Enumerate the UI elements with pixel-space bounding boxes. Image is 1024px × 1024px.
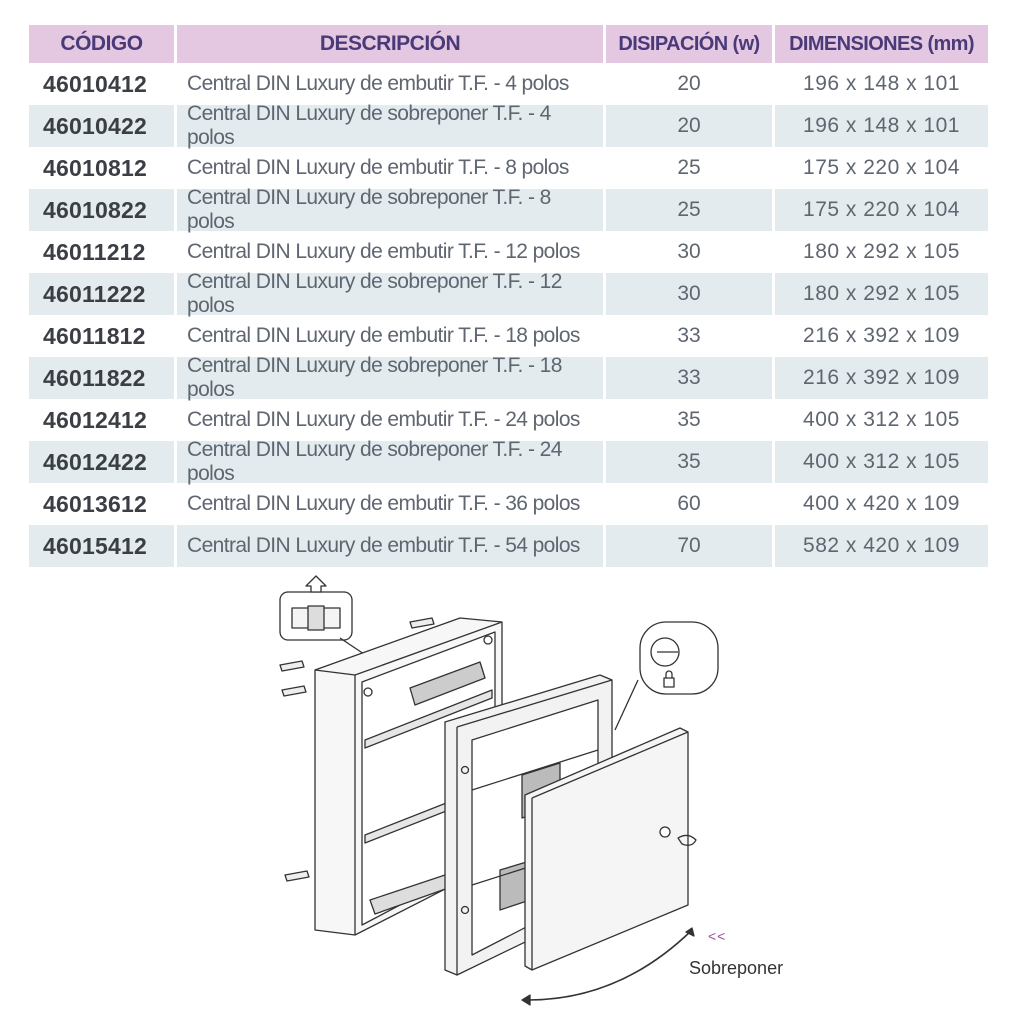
cell-description: Central DIN Luxury de sobreponer T.F. - … <box>177 270 603 317</box>
cell-code: 46010822 <box>29 189 174 231</box>
clip-detail-icon <box>279 575 386 669</box>
direction-mark: << <box>708 928 727 944</box>
cell-dimensions: 216 x 392 x 109 <box>803 324 960 347</box>
rotation-arrow <box>521 927 695 1006</box>
sobreponer-caption: Sobreponer <box>689 958 784 978</box>
table-row: 46010412 Central DIN Luxury de embutir T.… <box>29 63 988 105</box>
cell-description: Central DIN Luxury de embutir T.F. - 36 … <box>187 492 580 515</box>
cell-code: 46011812 <box>43 322 146 349</box>
table-row: 46012412 Central DIN Luxury de embutir T.… <box>29 399 988 441</box>
cell-dissipation: 60 <box>677 492 701 515</box>
cell-dissipation: 30 <box>677 240 701 263</box>
cell-dimensions: 175 x 220 x 104 <box>775 189 988 231</box>
header-dimensiones: DIMENSIONES (mm) <box>775 25 988 63</box>
table-row: 46011812 Central DIN Luxury de embutir T.… <box>29 315 988 357</box>
cell-description: Central DIN Luxury de sobreponer T.F. - … <box>177 438 603 485</box>
cell-dimensions: 400 x 420 x 109 <box>803 492 960 515</box>
cell-dimensions: 175 x 220 x 104 <box>803 156 960 179</box>
cell-dissipation: 20 <box>677 72 701 95</box>
cell-description: Central DIN Luxury de embutir T.F. - 18 … <box>187 324 580 347</box>
table-header: CÓDIGO DESCRIPCIÓN DISIPACIÓN (w) DIMENS… <box>29 25 988 63</box>
cell-code: 46011822 <box>29 357 174 399</box>
header-descripcion: DESCRIPCIÓN <box>177 25 603 63</box>
cell-dimensions: 400 x 312 x 105 <box>775 441 988 483</box>
cell-dimensions: 400 x 312 x 105 <box>803 408 960 431</box>
lock-detail-icon <box>614 621 719 731</box>
cell-dimensions: 196 x 148 x 101 <box>803 72 960 95</box>
cell-description: Central DIN Luxury de embutir T.F. - 8 p… <box>187 156 569 179</box>
cell-description: Central DIN Luxury de embutir T.F. - 54 … <box>177 525 603 567</box>
cell-dissipation: 35 <box>606 441 772 483</box>
cell-dissipation: 33 <box>677 324 701 347</box>
cell-dimensions: 582 x 420 x 109 <box>775 525 988 567</box>
screws <box>279 617 435 882</box>
cell-dimensions: 180 x 292 x 105 <box>803 240 960 263</box>
cell-dissipation: 33 <box>606 357 772 399</box>
table-row: 46010812 Central DIN Luxury de embutir T.… <box>29 147 988 189</box>
cell-dissipation: 20 <box>606 105 772 147</box>
header-codigo: CÓDIGO <box>29 25 174 63</box>
door-panel <box>524 727 697 971</box>
cell-code: 46013612 <box>43 490 147 517</box>
cell-description: Central DIN Luxury de sobreponer T.F. - … <box>177 354 603 401</box>
enclosure-exploded-drawing <box>279 575 719 1006</box>
cell-description: Central DIN Luxury de embutir T.F. - 12 … <box>187 240 580 263</box>
cell-dimensions: 180 x 292 x 105 <box>775 273 988 315</box>
cell-dissipation: 25 <box>606 189 772 231</box>
cell-code: 46011212 <box>43 238 146 265</box>
cell-description: Central DIN Luxury de sobreponer T.F. - … <box>177 186 603 233</box>
cell-code: 46010422 <box>29 105 174 147</box>
product-table: CÓDIGO DESCRIPCIÓN DISIPACIÓN (w) DIMENS… <box>29 25 988 567</box>
cell-code: 46012422 <box>29 441 174 483</box>
table-row: 46013612 Central DIN Luxury de embutir T.… <box>29 483 988 525</box>
cell-description: Central DIN Luxury de embutir T.F. - 24 … <box>187 408 580 431</box>
cell-dissipation: 25 <box>677 156 701 179</box>
cell-code: 46010412 <box>43 70 147 97</box>
table-row: 46011212 Central DIN Luxury de embutir T.… <box>29 231 988 273</box>
cell-code: 46011222 <box>29 273 174 315</box>
cell-code: 46012412 <box>43 406 147 433</box>
cell-dissipation: 30 <box>606 273 772 315</box>
header-disipacion: DISIPACIÓN (w) <box>606 25 772 63</box>
cell-code: 46010812 <box>43 154 147 181</box>
cell-dissipation: 70 <box>606 525 772 567</box>
cell-description: Central DIN Luxury de sobreponer T.F. - … <box>177 102 603 149</box>
cell-description: Central DIN Luxury de embutir T.F. - 4 p… <box>187 72 569 95</box>
cell-code: 46015412 <box>29 525 174 567</box>
cell-dimensions: 216 x 392 x 109 <box>775 357 988 399</box>
cell-dimensions: 196 x 148 x 101 <box>775 105 988 147</box>
cell-dissipation: 35 <box>677 408 701 431</box>
